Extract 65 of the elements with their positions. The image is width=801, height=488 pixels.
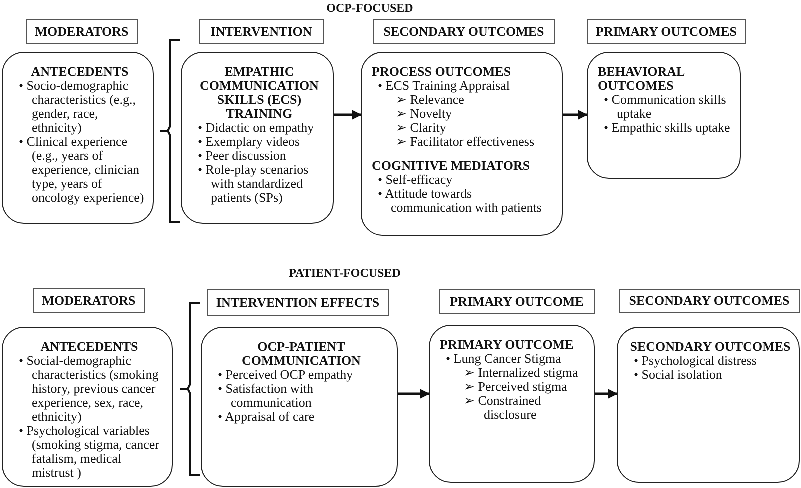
content-box (361, 52, 563, 236)
section-title: PATIENT-FOCUSED (289, 266, 401, 281)
section-heading: EMPATHIC COMMUNICATION SKILLS (ECS) TRAINING (199, 65, 320, 121)
list-item: • Psychological distress (634, 354, 758, 368)
content-box (181, 52, 334, 224)
column-header-box (207, 289, 389, 316)
list-item: ➢ Constrained disclosure (464, 394, 542, 422)
section-heading: ANTECEDENTS (30, 65, 130, 79)
list-item: • Perceived OCP empathy (218, 368, 354, 382)
list-item: ➢ Internalized stigma (464, 366, 580, 380)
list-item: • Social isolation (634, 368, 724, 382)
header-text: SECONDARY OUTCOMES (629, 293, 790, 309)
header-text: PRIMARY OUTCOME (450, 294, 584, 310)
list-item: • Psychological variables (smoking stigma, cancer fatalism, medical mistrust ) (19, 424, 160, 480)
section-heading: PROCESS OUTCOMES (372, 65, 512, 79)
list-item: • Satisfaction with communication (218, 382, 314, 410)
section-heading: PRIMARY OUTCOME (440, 338, 575, 352)
list-item: • Appraisal of care (218, 410, 316, 424)
content-box (2, 327, 173, 487)
list-item: ➢ Relevance (396, 93, 464, 107)
list-item: • Lung Cancer Stigma (446, 352, 562, 366)
arrow (563, 110, 588, 120)
list-item: • Social-demographic characteristics (smoking history, previous cancer experience, sex, race, ethnicity) (19, 354, 160, 424)
column-header-box (199, 19, 324, 44)
list-item: ➢ Clarity (396, 121, 446, 135)
section-heading: COGNITIVE MEDIATORS (372, 159, 532, 173)
list-item: • Empathic skills uptake (604, 121, 732, 135)
content-box (429, 325, 595, 483)
list-item: • Didactic on empathy (198, 121, 316, 135)
content-box (201, 327, 398, 487)
header-text: INTERVENTION (210, 24, 312, 40)
content-box (2, 52, 154, 224)
column-header-box (619, 289, 800, 313)
column-header-box (439, 289, 595, 314)
section-heading: ANTECEDENTS (40, 340, 140, 354)
list-item: • Attitude towards communication with patients (378, 187, 543, 215)
list-item: ➢ Novelty (396, 107, 454, 121)
list-item: • Communication skills uptake (604, 93, 728, 121)
column-header-box (587, 19, 746, 44)
list-item: • Self-efficacy (378, 173, 454, 187)
arrow (334, 110, 362, 120)
arrow (398, 389, 430, 399)
list-item: ➢ Perceived stigma (464, 380, 568, 394)
list-item: • ECS Training Appraisal (378, 79, 512, 93)
list-item: • Clinical experience (e.g., years of experience, clinician type, years of oncology experience) (19, 135, 146, 205)
header-text: MODERATORS (42, 292, 136, 308)
column-header-box (33, 288, 145, 313)
content-box (617, 327, 800, 483)
list-item: ➢ Facilitator effectiveness (396, 135, 536, 149)
header-text: MODERATORS (35, 24, 129, 40)
section-heading: OCP-PATIENT COMMUNICATION (241, 340, 362, 368)
content-box (587, 52, 741, 179)
header-text: SECONDARY OUTCOMES (384, 24, 544, 40)
header-text: PRIMARY OUTCOMES (596, 24, 737, 40)
list-item: • Role-play scenarios with standardized patients (SPs) (198, 163, 310, 205)
section-heading: BEHAVIORAL OUTCOMES (598, 65, 686, 93)
column-header-box (373, 19, 555, 44)
list-item: • Peer discussion (198, 149, 288, 163)
section-heading: SECONDARY OUTCOMES (629, 340, 792, 354)
arrow (595, 389, 618, 399)
column-header-box (26, 19, 138, 44)
list-item: • Exemplary videos (198, 135, 300, 149)
header-text: INTERVENTION EFFECTS (216, 294, 380, 310)
section-title: OCP-FOCUSED (326, 1, 414, 16)
list-item: • Socio-demographic characteristics (e.g., gender, race, ethnicity) (19, 79, 137, 135)
